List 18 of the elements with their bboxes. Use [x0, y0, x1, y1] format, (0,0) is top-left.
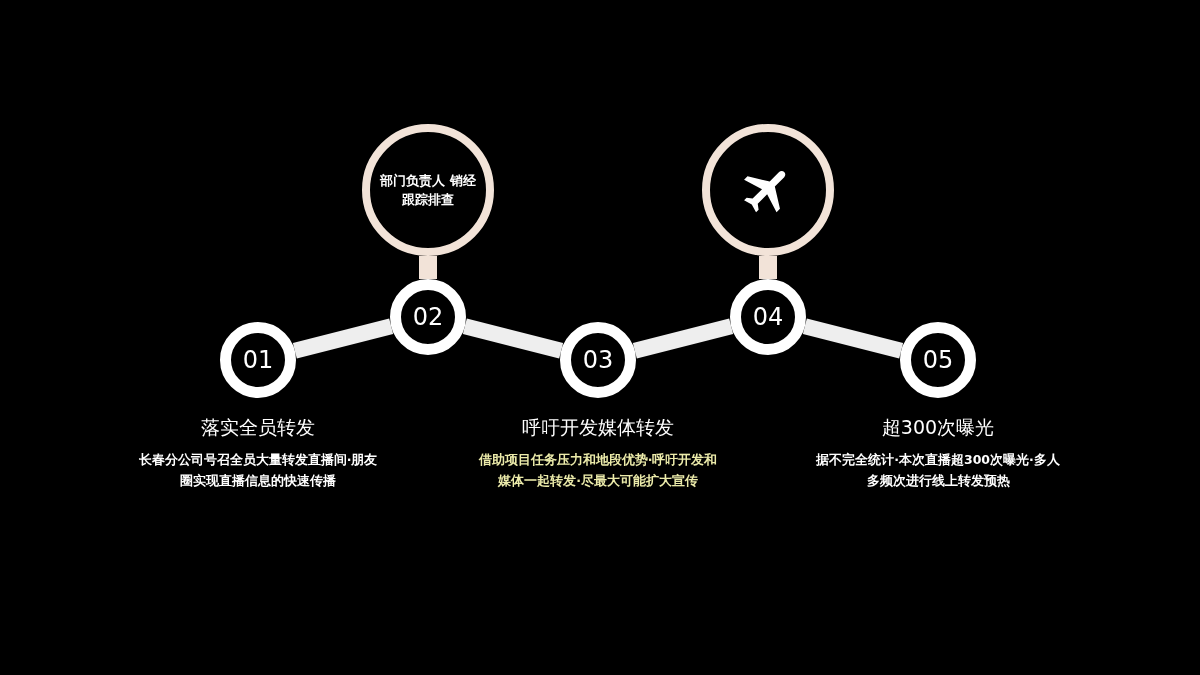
step-number: 01: [242, 346, 274, 374]
connector-line: [632, 318, 734, 359]
connector-line: [462, 318, 564, 359]
step-title: 呼吁开发媒体转发: [522, 415, 674, 440]
step-description: 据不完全统计·本次直播超300次曝光·多人多频次进行线上转发预热: [815, 451, 1061, 490]
callout-text: 部门负责人 销经跟踪排查: [379, 172, 477, 209]
connector-line: [802, 318, 904, 359]
step-description: 长春分公司号召全员大量转发直播间·朋友圈实现直播信息的快速传播: [137, 451, 379, 490]
step-title: 落实全员转发: [201, 415, 315, 440]
step-description: 借助项目任务压力和地段优势·呼吁开发和媒体一起转发·尽最大可能扩大宣传: [477, 451, 719, 490]
connector-line: [292, 318, 394, 359]
step-number: 05: [922, 346, 954, 374]
step-number: 02: [412, 303, 444, 331]
step-number: 03: [582, 346, 614, 374]
step-title: 超300次曝光: [881, 415, 995, 440]
connector-line: [759, 256, 777, 279]
connector-line: [419, 256, 437, 279]
step-number: 04: [752, 303, 784, 331]
